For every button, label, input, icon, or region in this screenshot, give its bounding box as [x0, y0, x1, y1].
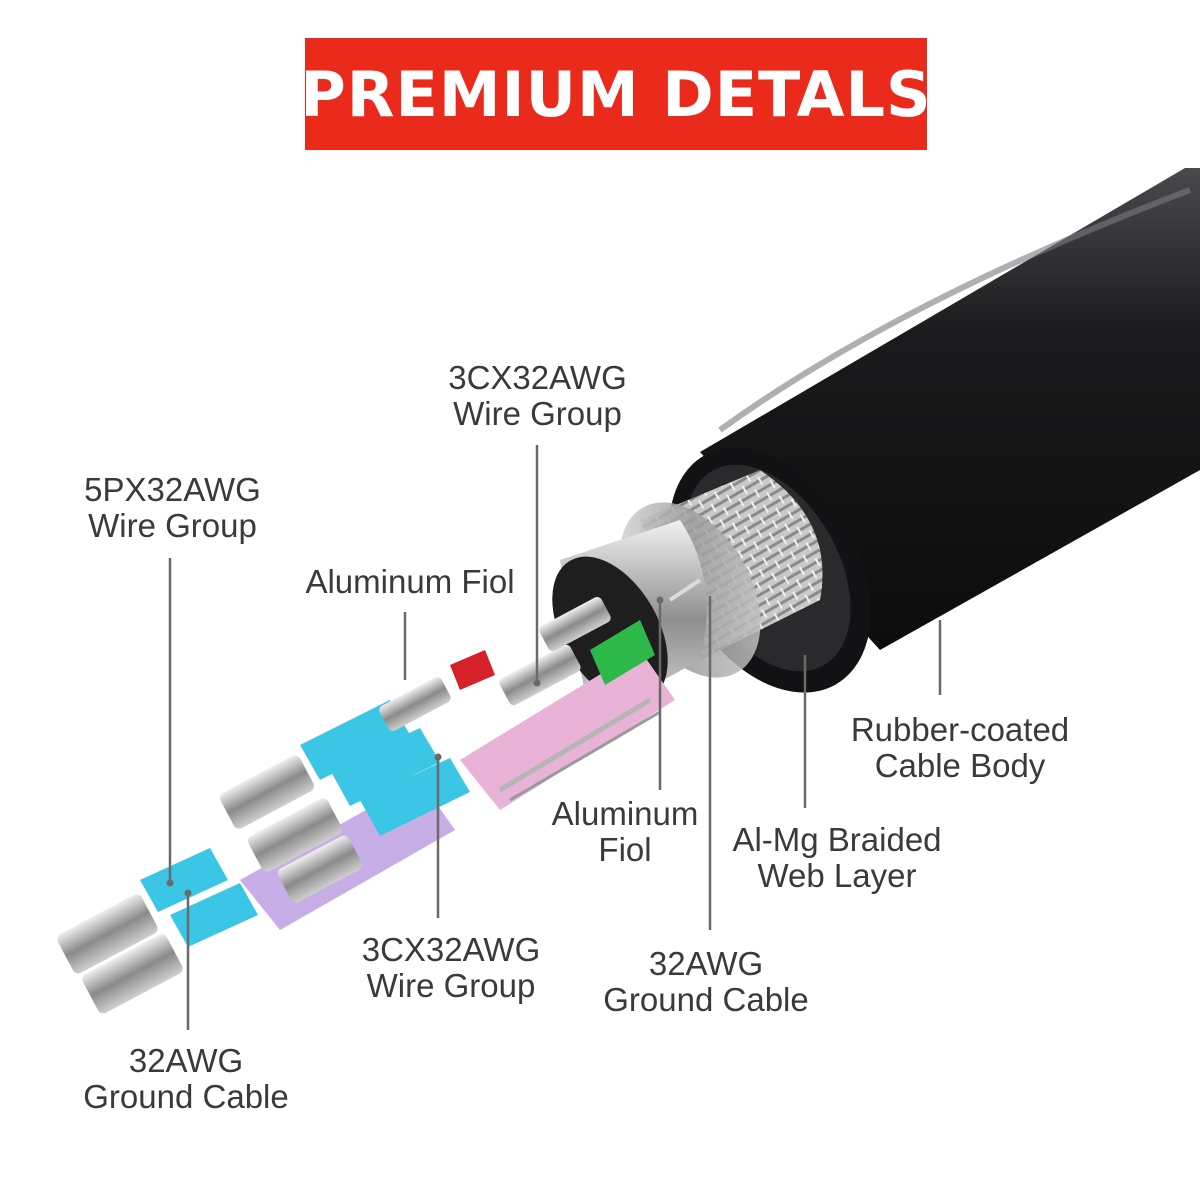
leader-dot-3c-top — [533, 679, 541, 687]
label-line: Rubber-coated — [850, 711, 1070, 748]
title-banner: PREMIUM DETALS — [300, 38, 931, 150]
label-line: Wire Group — [453, 395, 622, 432]
label-line: Wire Group — [366, 967, 536, 1004]
label-line: 3CX32AWG — [448, 359, 627, 396]
label-ground-cable-mid: 32AWG Ground Cable — [596, 946, 816, 1018]
label-rubber-coated-body: Rubber-coated Cable Body — [842, 712, 1078, 784]
label-line: 5PX32AWG — [84, 471, 261, 508]
leader-lines — [166, 445, 942, 1030]
label-line: 32AWG — [648, 945, 764, 982]
label-line: Wire Group — [88, 507, 257, 544]
label-5p-wire-group: 5PX32AWG Wire Group — [70, 472, 275, 544]
wire-bundles — [57, 578, 702, 1014]
label-aluminum-foil-top: Aluminum Fiol — [295, 564, 525, 600]
label-3c-wire-group-top: 3CX32AWG Wire Group — [440, 360, 635, 432]
label-line: Cable Body — [874, 747, 1046, 784]
leader-dot-foil-bottom — [656, 596, 664, 604]
label-aluminum-foil-bottom: Aluminum Fiol — [540, 796, 710, 868]
label-3c-wire-group-bottom: 3CX32AWG Wire Group — [356, 932, 546, 1004]
label-braided-web-layer: Al-Mg Braided Web Layer — [722, 822, 952, 894]
label-line: Ground Cable — [83, 1078, 289, 1115]
label-line: Aluminum — [551, 795, 699, 832]
label-line: 3CX32AWG — [361, 931, 541, 968]
page-title: PREMIUM DETALS — [300, 57, 932, 131]
label-ground-cable-left: 32AWG Ground Cable — [76, 1043, 296, 1115]
label-line: Web Layer — [757, 857, 917, 894]
label-line: Fiol — [598, 831, 652, 868]
leader-dot-5p — [166, 879, 174, 887]
label-line: Aluminum Fiol — [305, 563, 515, 600]
label-line: Al-Mg Braided — [732, 821, 942, 858]
label-line: Ground Cable — [603, 981, 809, 1018]
leader-dot-ground-left — [184, 889, 192, 897]
label-line: 32AWG — [128, 1042, 244, 1079]
leader-dot-3c-bottom — [434, 753, 442, 761]
